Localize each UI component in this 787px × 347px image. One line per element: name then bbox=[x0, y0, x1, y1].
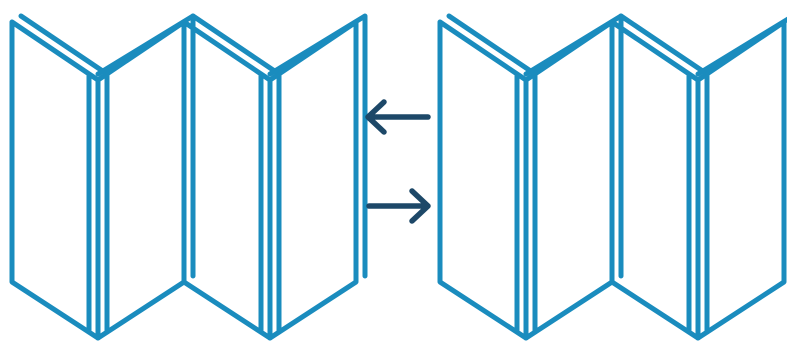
arrow-left-icon bbox=[368, 102, 428, 132]
right-folding-panel-group bbox=[440, 16, 787, 338]
right-group-panel bbox=[526, 16, 621, 338]
left-group-panel-edge bbox=[270, 16, 365, 276]
left-group-panel-outline bbox=[98, 22, 184, 338]
left-group-panel-edge bbox=[193, 16, 279, 332]
left-group-panel bbox=[98, 16, 193, 338]
right-group-panel-outline bbox=[698, 22, 784, 338]
left-group-panel-outline bbox=[184, 22, 270, 338]
left-folding-panel-group bbox=[12, 16, 365, 338]
right-group-panel-edge bbox=[698, 16, 787, 276]
left-group-panel-outline bbox=[12, 22, 98, 338]
left-group-panel-edge bbox=[21, 16, 107, 332]
left-group-panel bbox=[184, 16, 279, 338]
right-group-panel-edge bbox=[621, 16, 707, 332]
right-group-panel bbox=[698, 16, 787, 338]
right-group-panel-outline bbox=[612, 22, 698, 338]
left-group-panel bbox=[12, 16, 107, 338]
right-group-panel-outline bbox=[526, 22, 612, 338]
right-group-panel bbox=[612, 16, 707, 338]
left-group-panel bbox=[270, 16, 365, 338]
right-group-panel-outline bbox=[440, 22, 526, 338]
left-group-panel-edge bbox=[98, 16, 193, 276]
right-group-panel bbox=[440, 16, 535, 338]
arrow-right-icon bbox=[369, 191, 428, 221]
right-group-panel-edge bbox=[526, 16, 621, 276]
left-group-panel-outline bbox=[270, 22, 356, 338]
right-group-panel-edge bbox=[449, 16, 535, 332]
